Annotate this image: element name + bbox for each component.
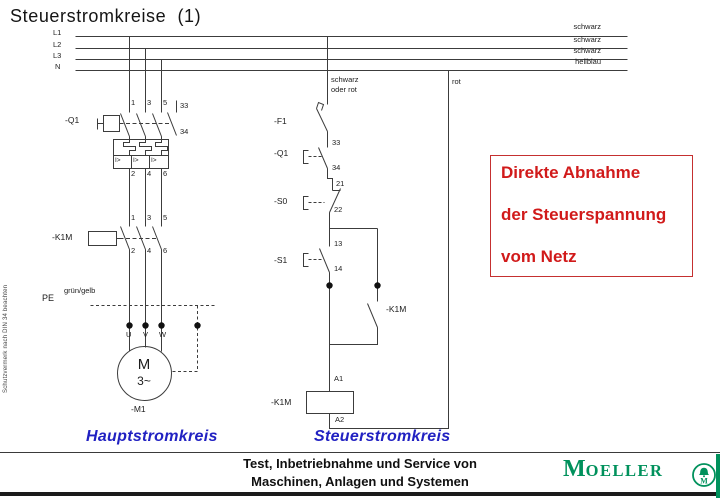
k1m-aux-contact bbox=[367, 303, 378, 328]
k1m-t2: 2 bbox=[131, 246, 136, 255]
q1-t6: 6 bbox=[163, 169, 168, 178]
rail-label-n: N bbox=[55, 62, 61, 71]
k1m-main-contacts bbox=[88, 226, 162, 250]
caption-control-circuit: Steuerstromkreis bbox=[314, 428, 451, 445]
main-phase-wires bbox=[129, 36, 162, 352]
motor-symbol bbox=[117, 346, 172, 401]
f1-fuse bbox=[316, 101, 328, 132]
bell-icon bbox=[698, 467, 710, 475]
s1-ref: -S1 bbox=[274, 255, 288, 265]
moeller-logo: M OELLER bbox=[563, 457, 663, 481]
control-wire-color-1: schwarz bbox=[331, 75, 359, 84]
overload-i1: I> bbox=[115, 157, 121, 164]
moeller-logo-initial: M bbox=[563, 456, 586, 482]
q1-ref: -Q1 bbox=[65, 115, 80, 125]
coil-a1: A1 bbox=[334, 374, 344, 383]
supply-rails bbox=[75, 36, 628, 71]
s0-stop-button bbox=[303, 188, 341, 213]
moeller-bell-emblem-icon: M bbox=[692, 463, 716, 487]
footer-green-accent bbox=[716, 454, 720, 498]
pe-color-label: grün/gelb bbox=[64, 286, 96, 295]
motor-ref: -M1 bbox=[131, 404, 146, 414]
rail-color-l3: schwarz bbox=[573, 46, 601, 55]
rail-label-l1: L1 bbox=[53, 28, 62, 37]
q1-t3: 3 bbox=[147, 98, 152, 107]
q1-actuator-tick bbox=[97, 118, 104, 130]
q1-aux33: 33 bbox=[180, 101, 189, 110]
pe-label: PE bbox=[42, 293, 55, 303]
svg-text:M: M bbox=[700, 477, 708, 486]
motor-phase: 3~ bbox=[137, 374, 151, 388]
page-title: Steuerstromkreise (1) bbox=[10, 6, 202, 26]
q1-contacts bbox=[120, 113, 162, 141]
s1-t13: 13 bbox=[334, 239, 343, 248]
note-box: Direkte Abnahme der Steuerspannung vom N… bbox=[490, 155, 693, 277]
rail-color-l2: schwarz bbox=[573, 35, 601, 44]
q1-actuator-box bbox=[103, 115, 120, 132]
motor-m: M bbox=[137, 356, 151, 373]
motor-terminal-w: W bbox=[159, 330, 167, 339]
thermal-element bbox=[139, 140, 152, 156]
thermal-element bbox=[123, 140, 136, 156]
q1aux-t34: 34 bbox=[332, 163, 341, 172]
q1-aux34: 34 bbox=[180, 127, 189, 136]
q1aux-ref: -Q1 bbox=[274, 148, 289, 158]
note-line-3: vom Netz bbox=[501, 247, 577, 266]
s1-t14: 14 bbox=[334, 264, 343, 273]
motor-terminal-u: U bbox=[126, 330, 132, 339]
overload-i2: I> bbox=[133, 157, 139, 164]
q1-t2: 2 bbox=[131, 169, 136, 178]
footer-rule bbox=[0, 452, 720, 453]
moeller-logo-rest: OELLER bbox=[585, 461, 664, 480]
k1m-ref: -K1M bbox=[52, 232, 73, 242]
overload-i3: I> bbox=[151, 157, 157, 164]
q1-t5: 5 bbox=[163, 98, 168, 107]
rail-label-l3: L3 bbox=[53, 51, 62, 60]
rail-color-l1: schwarz bbox=[573, 22, 601, 31]
k1m-t6: 6 bbox=[163, 246, 168, 255]
k1m-coil bbox=[306, 391, 354, 414]
k1m-actuator-box bbox=[88, 231, 117, 246]
s0-ref: -S0 bbox=[274, 196, 288, 206]
rail-color-n: hellblau bbox=[575, 57, 601, 66]
q1-t1: 1 bbox=[131, 98, 136, 107]
control-wires bbox=[327, 36, 449, 429]
note-line-2: der Steuerspannung bbox=[501, 205, 667, 224]
footer-line-1: Test, Inbetriebnahme und Service von bbox=[243, 456, 477, 471]
coil-ref: -K1M bbox=[271, 397, 292, 407]
q1-aux-control-contact bbox=[303, 147, 328, 169]
thermal-element bbox=[155, 140, 168, 156]
rail-label-l2: L2 bbox=[53, 40, 62, 49]
k1m-t3: 3 bbox=[147, 213, 152, 222]
caption-main-circuit: Hauptstromkreis bbox=[86, 428, 218, 445]
protection-notice: Schutzvermerk nach DIN 34 beachten bbox=[3, 284, 9, 393]
overload-relay bbox=[113, 139, 169, 169]
q1-motor-breaker bbox=[97, 100, 177, 141]
footer-bottom-bar bbox=[0, 492, 720, 496]
q1-aux-contact bbox=[167, 100, 177, 136]
footer-line-2: Maschinen, Anlagen und Systemen bbox=[251, 474, 469, 489]
s0-t22: 22 bbox=[334, 205, 343, 214]
motor-terminal-v: V bbox=[143, 330, 149, 339]
k1m-t1: 1 bbox=[131, 213, 136, 222]
s0-t21: 21 bbox=[336, 179, 345, 188]
q1aux-t33: 33 bbox=[332, 138, 341, 147]
control-wire-color-2: oder rot bbox=[331, 85, 357, 94]
coil-a2: A2 bbox=[335, 415, 345, 424]
s1-start-button bbox=[303, 248, 330, 273]
note-line-1: Direkte Abnahme bbox=[501, 163, 641, 182]
f1-ref: -F1 bbox=[274, 116, 287, 126]
junction-dots bbox=[126, 282, 381, 329]
k1m-t5: 5 bbox=[163, 213, 168, 222]
k1m-aux-ref: -K1M bbox=[386, 304, 407, 314]
q1-t4: 4 bbox=[147, 169, 152, 178]
control-wire-color-right: rot bbox=[452, 77, 461, 86]
k1m-t4: 4 bbox=[147, 246, 152, 255]
